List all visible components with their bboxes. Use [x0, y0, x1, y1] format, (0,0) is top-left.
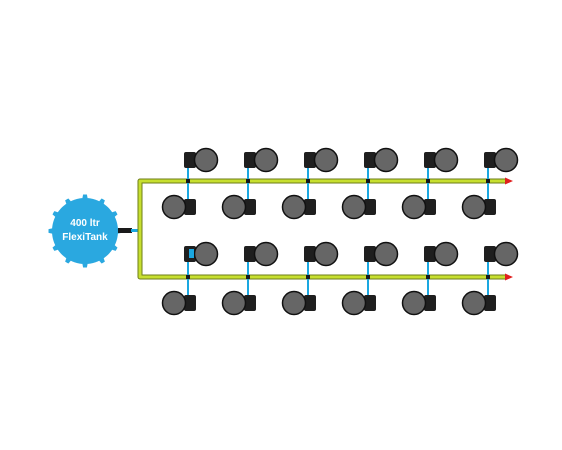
pot-reservoir: [184, 199, 196, 215]
pot-reservoir: [304, 152, 316, 168]
valve-icon: [486, 179, 490, 183]
main-pipes: [137, 178, 505, 280]
pot-reservoir: [484, 295, 496, 311]
pot-reservoir: [424, 199, 436, 215]
valve-icon: [426, 275, 430, 279]
pot-icon: [493, 147, 519, 173]
pot-icon: [161, 194, 187, 220]
pot-icon: [313, 241, 339, 267]
pot-top-r1-c3: [304, 147, 339, 173]
pot-top-r1-c5: [424, 147, 459, 173]
pot-reservoir: [244, 152, 256, 168]
pot-reservoir: [364, 199, 376, 215]
pot-top-r1-c6: [484, 147, 519, 173]
pot-icon: [161, 290, 187, 316]
pot-reservoir: [484, 152, 496, 168]
tank-outlet-connector: [118, 228, 141, 233]
pot-reservoir: [424, 295, 436, 311]
pot-reservoir: [244, 295, 256, 311]
pot-reservoir: [484, 246, 496, 262]
valve-icon: [426, 179, 430, 183]
feed-lines: [186, 166, 490, 297]
valve-icon: [246, 275, 250, 279]
valve-icon: [306, 179, 310, 183]
pot-bottom-r2-c3: [281, 290, 316, 316]
pot-reservoir: [304, 295, 316, 311]
pot-reservoir: [364, 246, 376, 262]
pot-icon: [313, 147, 339, 173]
valve-icon: [186, 275, 190, 279]
pot-icon: [461, 194, 487, 220]
pot-icon: [401, 290, 427, 316]
pipe-ends: [505, 177, 513, 281]
pot-reservoir: [184, 295, 196, 311]
pots: [161, 147, 519, 316]
pot-bottom-r2-c5: [401, 290, 436, 316]
valve-icon: [246, 179, 250, 183]
outlet-fitting: [118, 228, 132, 233]
pot-top-r1-c4: [364, 147, 399, 173]
pot-bottom-r2-c4: [341, 290, 376, 316]
valve-icon: [366, 275, 370, 279]
pot-top-r2-c6: [484, 241, 519, 267]
pot-sensor-icon: [189, 249, 194, 258]
pot-top-r2-c5: [424, 241, 459, 267]
pot-icon: [493, 241, 519, 267]
valve-icon: [486, 275, 490, 279]
valve-icon: [366, 179, 370, 183]
pipe-end-arrow-1: [505, 177, 513, 185]
pot-icon: [221, 194, 247, 220]
pot-icon: [193, 241, 219, 267]
pot-bottom-r1-c3: [281, 194, 316, 220]
pot-icon: [253, 147, 279, 173]
pot-reservoir: [424, 246, 436, 262]
pot-reservoir: [184, 152, 196, 168]
tank-name-label: FlexiTank: [62, 232, 108, 243]
pot-bottom-r1-c2: [221, 194, 256, 220]
pot-reservoir: [424, 152, 436, 168]
tank-capacity-label: 400 ltr: [70, 218, 100, 229]
outlet-hose: [131, 229, 141, 232]
pot-icon: [433, 241, 459, 267]
pot-icon: [373, 147, 399, 173]
pot-top-r1-c2: [244, 147, 279, 173]
pot-icon: [253, 241, 279, 267]
pot-bottom-r1-c1: [161, 194, 196, 220]
main-pipe: [138, 179, 505, 279]
pot-bottom-r1-c5: [401, 194, 436, 220]
pot-bottom-r2-c6: [461, 290, 496, 316]
pot-reservoir: [244, 199, 256, 215]
pot-bottom-r1-c4: [341, 194, 376, 220]
tank-group: 400 ltr FlexiTank: [48, 194, 122, 268]
pot-icon: [341, 194, 367, 220]
pot-bottom-r2-c2: [221, 290, 256, 316]
pot-top-r2-c3: [304, 241, 339, 267]
pot-icon: [193, 147, 219, 173]
pot-bottom-r2-c1: [161, 290, 196, 316]
valve-icon: [306, 275, 310, 279]
pot-icon: [373, 241, 399, 267]
pot-bottom-r1-c6: [461, 194, 496, 220]
pot-icon: [281, 290, 307, 316]
pot-reservoir: [304, 199, 316, 215]
pot-reservoir: [364, 295, 376, 311]
pot-icon: [281, 194, 307, 220]
pot-reservoir: [484, 199, 496, 215]
valve-icon: [186, 179, 190, 183]
pot-icon: [433, 147, 459, 173]
pot-top-r1-c1: [184, 147, 219, 173]
pot-top-r2-c4: [364, 241, 399, 267]
pot-icon: [461, 290, 487, 316]
pot-icon: [341, 290, 367, 316]
pot-icon: [401, 194, 427, 220]
pot-reservoir: [244, 246, 256, 262]
pipe-end-arrow-2: [505, 273, 513, 281]
pot-reservoir: [304, 246, 316, 262]
pot-icon: [221, 290, 247, 316]
pot-reservoir: [364, 152, 376, 168]
tank-icon: [48, 194, 122, 268]
pot-top-r2-c2: [244, 241, 279, 267]
